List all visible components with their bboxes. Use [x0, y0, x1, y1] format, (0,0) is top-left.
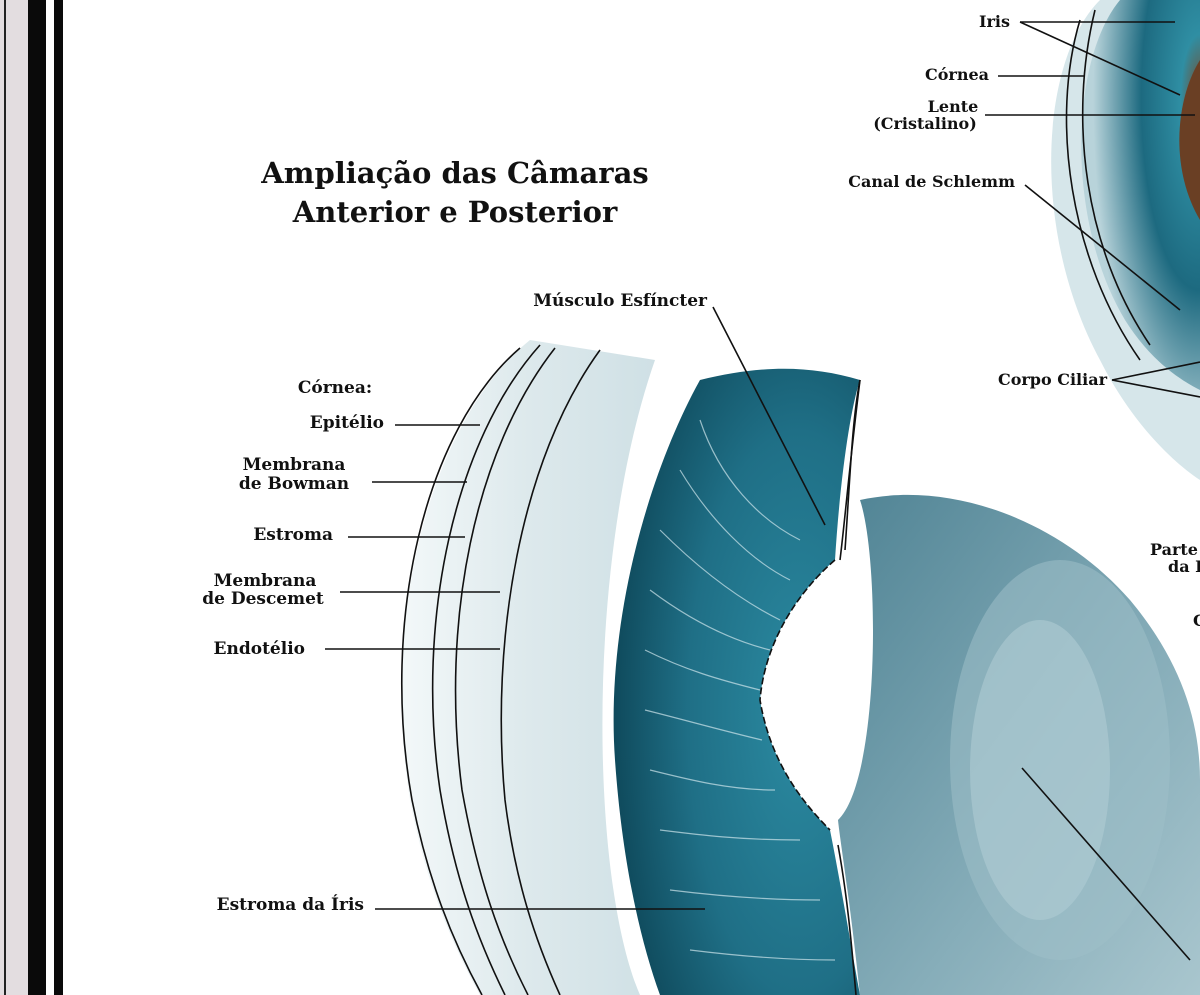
label-iris: Iris: [979, 12, 1010, 31]
chamber-illustration: [400, 340, 1200, 995]
label-epitelio: Epitélio: [310, 413, 384, 433]
label-membrana-bowman-2: de Bowman: [239, 474, 349, 494]
label-da-i: da I: [1168, 557, 1200, 576]
label-lente: Lente: [928, 97, 979, 116]
label-membrana-descemet-1: Membrana: [214, 571, 317, 591]
left-frame: [0, 0, 63, 995]
label-musculo-esfincter: Músculo Esfíncter: [533, 291, 708, 311]
label-cornea-heading: Córnea:: [298, 378, 372, 398]
label-estroma: Estroma: [253, 525, 333, 545]
label-cornea-top: Córnea: [925, 65, 989, 84]
overview-eye-illustration: [1051, 0, 1200, 480]
label-endotelio: Endotélio: [214, 639, 305, 659]
leader-lines: [325, 21, 1200, 961]
label-cristalino: (Cristalino): [873, 114, 977, 133]
label-membrana-descemet-2: de Descemet: [202, 589, 324, 609]
title-line-2: Anterior e Posterior: [292, 195, 618, 229]
label-partial-c: C: [1193, 611, 1200, 630]
label-estroma-da-iris: Estroma da Íris: [217, 894, 364, 915]
label-canal-de-schlemm: Canal de Schlemm: [848, 172, 1015, 191]
label-corpo-ciliar: Corpo Ciliar: [998, 370, 1108, 389]
label-parte: Parte: [1150, 540, 1198, 559]
label-membrana-bowman-1: Membrana: [243, 455, 346, 475]
title-line-1: Ampliação das Câmaras: [260, 156, 648, 190]
